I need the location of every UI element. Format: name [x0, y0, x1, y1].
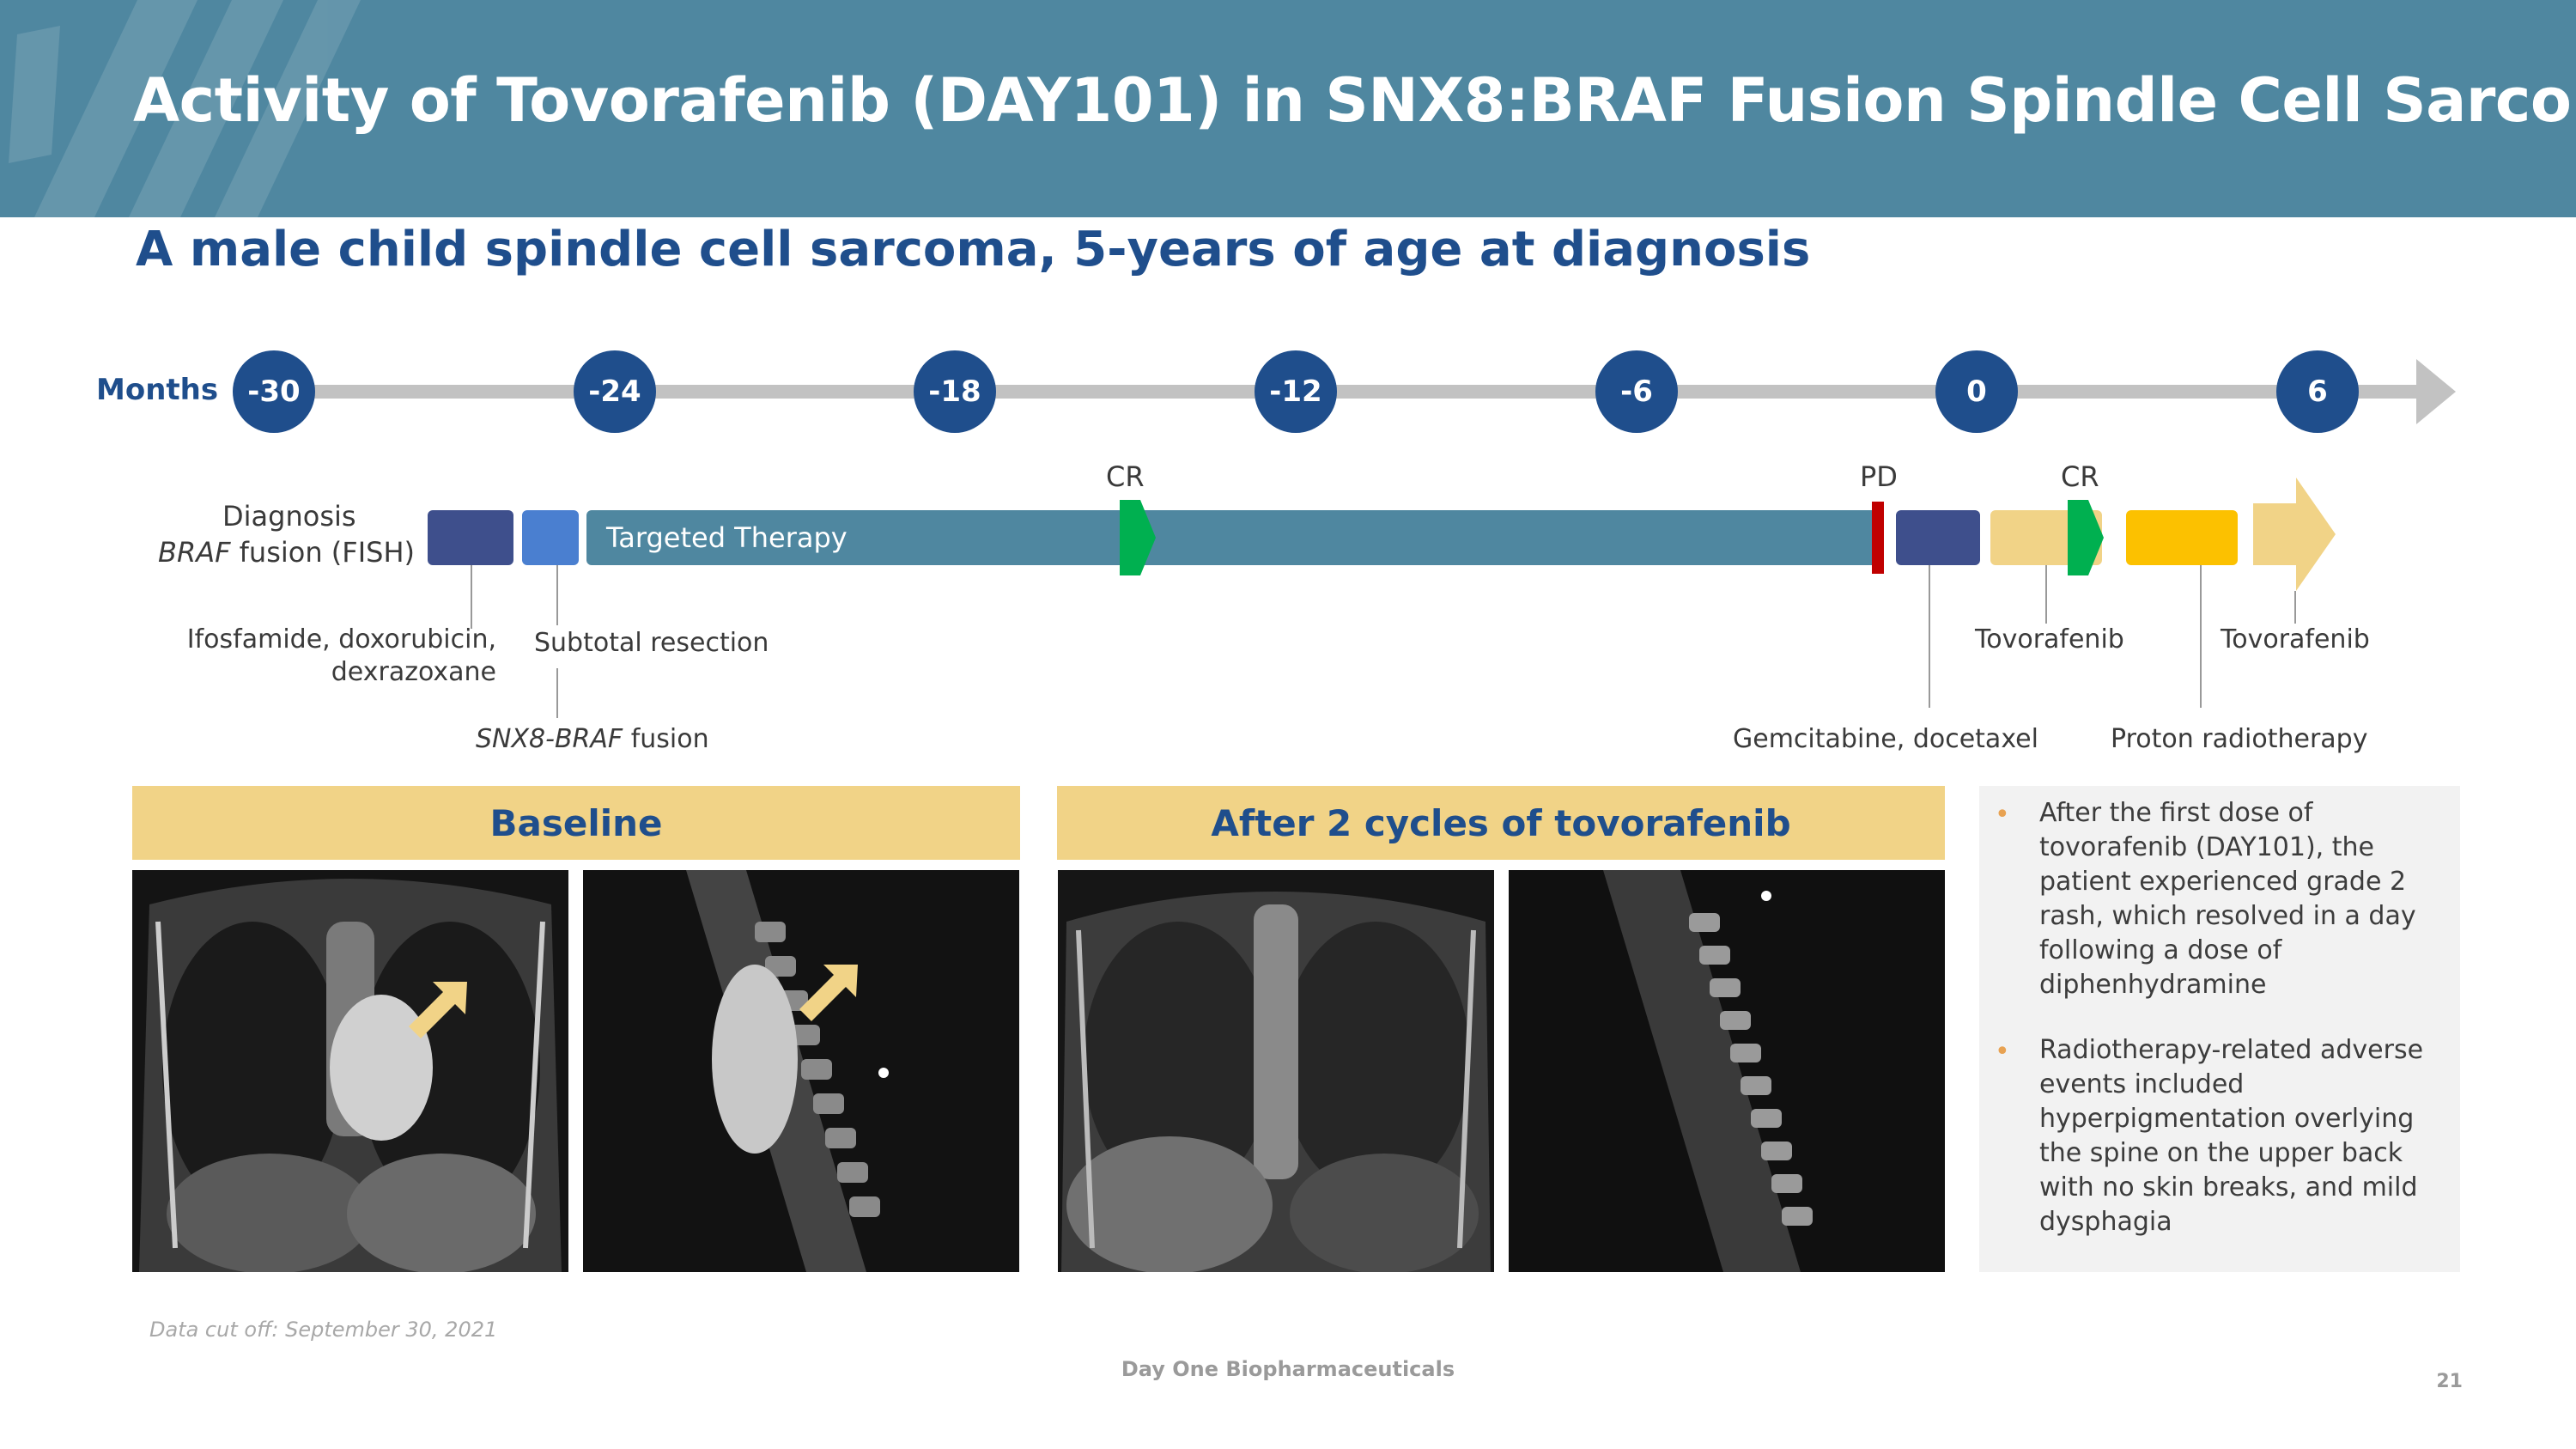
braf-italic: BRAF	[158, 536, 231, 569]
data-cutoff-footnote: Data cut off: September 30, 2021	[149, 1318, 498, 1342]
leader-line	[2200, 565, 2202, 708]
after-treatment-header: After 2 cycles of tovorafenib	[1057, 786, 1945, 860]
gem-note: Gemcitabine, docetaxel	[1733, 724, 2038, 754]
leader-line	[1929, 565, 1930, 708]
page-number: 21	[2436, 1371, 2463, 1392]
gem-docetaxel-bar	[1896, 510, 1980, 565]
fusion-fish-text: fusion (FISH)	[230, 536, 415, 569]
resection-note: Subtotal resection	[534, 628, 769, 658]
arrow-right-icon	[2416, 359, 2456, 424]
chemo-note-line1: Ifosfamide, doxorubicin,	[186, 624, 496, 654]
after-coronal-mri	[1058, 870, 1494, 1272]
tovorafenib-note-2: Tovorafenib	[2221, 624, 2370, 654]
proton-radiotherapy-bar	[2126, 510, 2238, 565]
cr-second-label: CR	[2061, 460, 2099, 493]
yellow-arrow-icon	[409, 982, 467, 1038]
pd-marker	[1872, 502, 1884, 574]
targeted-therapy-label: Targeted Therapy	[606, 521, 848, 554]
sidebar-bullet-text: After the first dose of tovorafenib (DAY…	[2039, 798, 2416, 1000]
cr-first-label: CR	[1106, 460, 1145, 493]
company-footer: Day One Biopharmaceuticals	[1121, 1357, 1455, 1381]
baseline-coronal-mri	[132, 870, 568, 1272]
page-subtitle: A male child spindle cell sarcoma, 5-yea…	[136, 222, 1811, 277]
fusion-rest: fusion	[623, 724, 709, 754]
fusion-note: SNX8-BRAF fusion	[476, 724, 709, 754]
tick-minus-6: -6	[1595, 350, 1678, 433]
baseline-sagittal-mri	[583, 870, 1019, 1272]
leader-line	[556, 565, 558, 625]
tick-minus-18: -18	[914, 350, 996, 433]
fusion-italic: SNX8-BRAF	[476, 724, 623, 754]
axis-label: Months	[96, 373, 219, 407]
diagonal-stripe-logo-decoration	[9, 0, 361, 217]
yellow-arrow-icon	[799, 965, 858, 1021]
after-sagittal-mri	[1509, 870, 1945, 1272]
tick-minus-24: -24	[574, 350, 656, 433]
page-title: Activity of Tovorafenib (DAY101) in SNX8…	[133, 65, 2576, 136]
chemo-bar	[428, 510, 513, 565]
bullet-dot-icon: •	[1995, 1037, 2010, 1067]
bullet-dot-icon: •	[1995, 800, 2010, 830]
tick-plus-6: 6	[2276, 350, 2359, 433]
chevron-marker-icon	[1120, 500, 1156, 575]
chevron-marker-icon	[2068, 500, 2104, 575]
tick-zero: 0	[1935, 350, 2018, 433]
pd-label: PD	[1860, 460, 1898, 493]
timeline-axis-line	[258, 385, 2421, 399]
baseline-header: Baseline	[132, 786, 1020, 860]
proton-note: Proton radiotherapy	[2111, 724, 2368, 754]
resection-bar	[522, 510, 579, 565]
leader-line	[471, 565, 472, 629]
diagnosis-fish-label: BRAF fusion (FISH)	[158, 536, 415, 569]
tick-minus-12: -12	[1255, 350, 1337, 433]
chemo-note-line2: dexrazoxane	[331, 657, 496, 687]
header-band: Activity of Tovorafenib (DAY101) in SNX8…	[0, 0, 2576, 217]
tick-minus-30: -30	[233, 350, 315, 433]
adverse-events-sidebar: • After the first dose of tovorafenib (D…	[1979, 786, 2460, 1272]
sidebar-bullet-text: Radiotherapy-related adverse events incl…	[2039, 1035, 2424, 1237]
leader-line	[2045, 565, 2047, 624]
diagnosis-label: Diagnosis	[222, 500, 356, 533]
leader-line	[2294, 591, 2296, 624]
leader-line	[556, 668, 558, 718]
arrow-right-icon	[2253, 478, 2336, 591]
targeted-therapy-bar	[586, 510, 1879, 565]
tovorafenib-note-1: Tovorafenib	[1975, 624, 2124, 654]
